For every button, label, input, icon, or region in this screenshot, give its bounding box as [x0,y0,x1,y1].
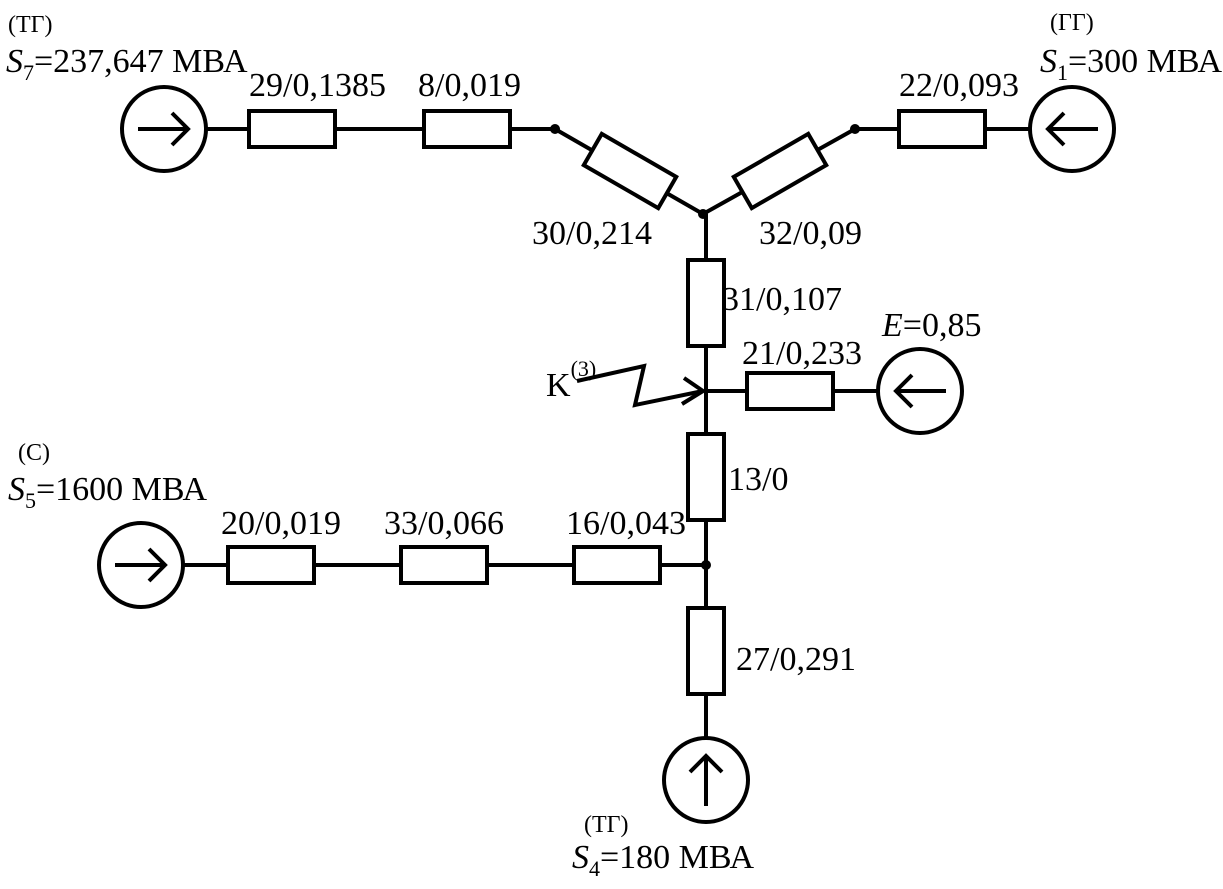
impedance-21 [745,371,835,411]
impedance-31-label: 31/0,107 [722,281,842,318]
impedance-21-label: 21/0,233 [742,335,862,372]
impedance-13-label: 13/0 [728,461,788,498]
impedance-32-label: 32/0,09 [759,215,862,252]
impedance-29 [247,109,337,149]
impedance-30-label: 30/0,214 [532,215,652,252]
s1-label: S1=300 МВА [1040,43,1222,85]
impedance-20-label: 20/0,019 [221,505,341,542]
node-star [698,209,708,219]
s4-type-label: (ТГ) [584,812,629,838]
generator-e [876,347,964,435]
s1-type-label: (ГГ) [1050,10,1094,36]
generator-s1 [1028,85,1116,173]
e-label: E=0,85 [881,307,981,344]
s5-type-label: (С) [18,440,50,466]
node-bottom [701,560,711,570]
arrow-up-icon [688,753,724,806]
impedance-16-label: 16/0,043 [566,505,686,542]
impedance-31 [686,258,726,348]
fault-symbol [576,363,707,408]
impedance-20 [226,545,316,585]
arrow-left-icon [893,373,946,409]
node-top-left [550,124,560,134]
s7-label: S7=237,647 МВА [6,43,248,85]
generator-s7 [120,85,208,173]
s7-type-label: (ТГ) [8,12,53,38]
impedance-27 [686,606,726,696]
impedance-8 [422,109,512,149]
s4-label: S4=180 МВА [572,839,754,881]
fault-zigzag-icon [576,363,704,408]
impedance-32 [731,131,829,211]
impedance-33-label: 33/0,066 [384,505,504,542]
generator-s5 [97,521,185,609]
arrow-right-icon [115,547,168,583]
node-top-right [850,124,860,134]
arrow-left-icon [1045,111,1098,147]
s5-label: S5=1600 МВА [8,471,207,513]
impedance-8-label: 8/0,019 [418,67,521,104]
generator-s4 [662,736,750,824]
impedance-27-label: 27/0,291 [736,641,856,678]
impedance-22 [897,109,987,149]
arrow-right-icon [138,111,191,147]
impedance-33 [399,545,489,585]
impedance-30 [581,131,679,211]
impedance-13 [686,432,726,522]
impedances [226,109,987,696]
fault-arrowhead-icon [680,376,707,406]
fault-label: K(3) [546,356,596,404]
impedance-16 [572,545,662,585]
impedance-22-label: 22/0,093 [899,67,1019,104]
impedance-29-label: 29/0,1385 [249,67,386,104]
junction-nodes [550,124,860,570]
